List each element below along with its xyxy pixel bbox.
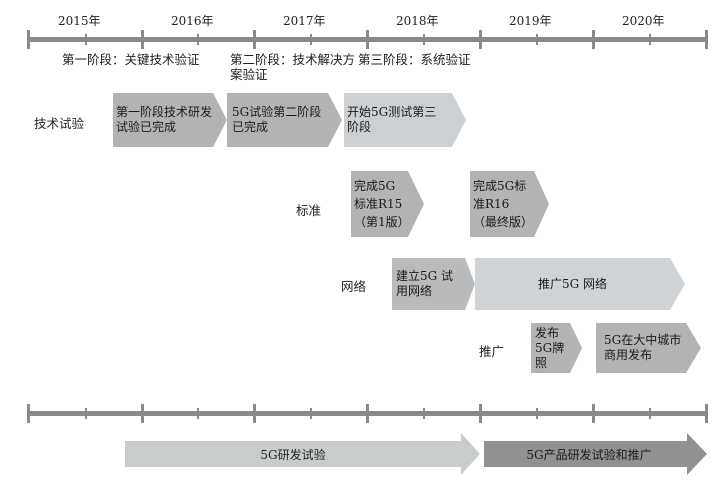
std-box-2: 完成5G标准R16（最终版） xyxy=(473,174,533,234)
promo-box-2: 5G在大中城市商用发布 xyxy=(604,326,684,370)
band-rd-trial xyxy=(125,433,480,475)
tech-arrow-1 xyxy=(113,93,227,147)
tech-box-2: 5G试验第二阶段已完成 xyxy=(232,95,327,145)
tech-arrow-2 xyxy=(227,93,342,147)
net-arrow-1 xyxy=(392,258,475,310)
stage-2-label: 第二阶段：技术解决方案验证 xyxy=(230,52,356,82)
promo-arrow-2 xyxy=(596,323,701,373)
year-label-2016: 2016年 xyxy=(171,14,214,28)
row-label-network: 网络 xyxy=(341,279,367,294)
year-label-2019: 2019年 xyxy=(509,14,552,28)
band-product-label: 5G产品研发试验和推广 xyxy=(526,447,652,462)
promo-box-2-text: 5G在大中城市商用发布 xyxy=(604,333,682,362)
std-box-2-text: 完成5G标准R16（最终版） xyxy=(473,179,534,229)
band-rd-trial-label: 5G研发试验 xyxy=(260,447,326,462)
year-label-2015: 2015年 xyxy=(58,14,101,28)
year-label-2017: 2017年 xyxy=(283,14,326,28)
row-label-promotion: 推广 xyxy=(479,344,505,359)
bottom-axis-ticks xyxy=(27,404,708,423)
std-box-1: 完成5G标准R15（第1版） xyxy=(354,174,410,234)
stage-3-label: 第三阶段：系统验证 xyxy=(358,52,471,67)
net-arrow-2 xyxy=(475,258,685,310)
tech-box-3-text: 开始5G测试第三阶段 xyxy=(347,105,437,134)
band-product xyxy=(484,433,707,475)
net-box-2: 推广5G 网络 xyxy=(475,261,670,307)
row-label-tech-trial: 技术试验 xyxy=(34,116,85,131)
std-box-1-text: 完成5G标准R15（第1版） xyxy=(354,179,410,229)
net-box-2-text: 推广5G 网络 xyxy=(537,276,608,291)
std-arrow-1 xyxy=(351,171,424,237)
net-box-1: 建立5G 试用网络 xyxy=(396,261,464,307)
promo-box-1-text: 发布5G牌照 xyxy=(535,325,565,370)
tech-box-2-text: 5G试验第二阶段已完成 xyxy=(232,105,322,134)
tech-box-1-text: 第一阶段技术研发试验已完成 xyxy=(116,105,213,134)
net-box-1-text: 建立5G 试用网络 xyxy=(396,269,454,298)
promo-arrow-1 xyxy=(531,323,582,373)
row-label-standard: 标准 xyxy=(296,203,322,218)
tech-box-1: 第一阶段技术研发试验已完成 xyxy=(116,95,214,145)
year-label-2020: 2020年 xyxy=(622,14,665,28)
stage-1-label: 第一阶段：关键技术验证 xyxy=(62,52,200,67)
std-arrow-2 xyxy=(470,171,549,237)
year-label-2018: 2018年 xyxy=(396,14,439,28)
tech-box-3: 开始5G测试第三阶段 xyxy=(347,95,447,145)
tech-arrow-3 xyxy=(344,93,466,147)
promo-box-1: 发布5G牌照 xyxy=(535,326,570,370)
top-axis-ticks xyxy=(27,30,708,49)
